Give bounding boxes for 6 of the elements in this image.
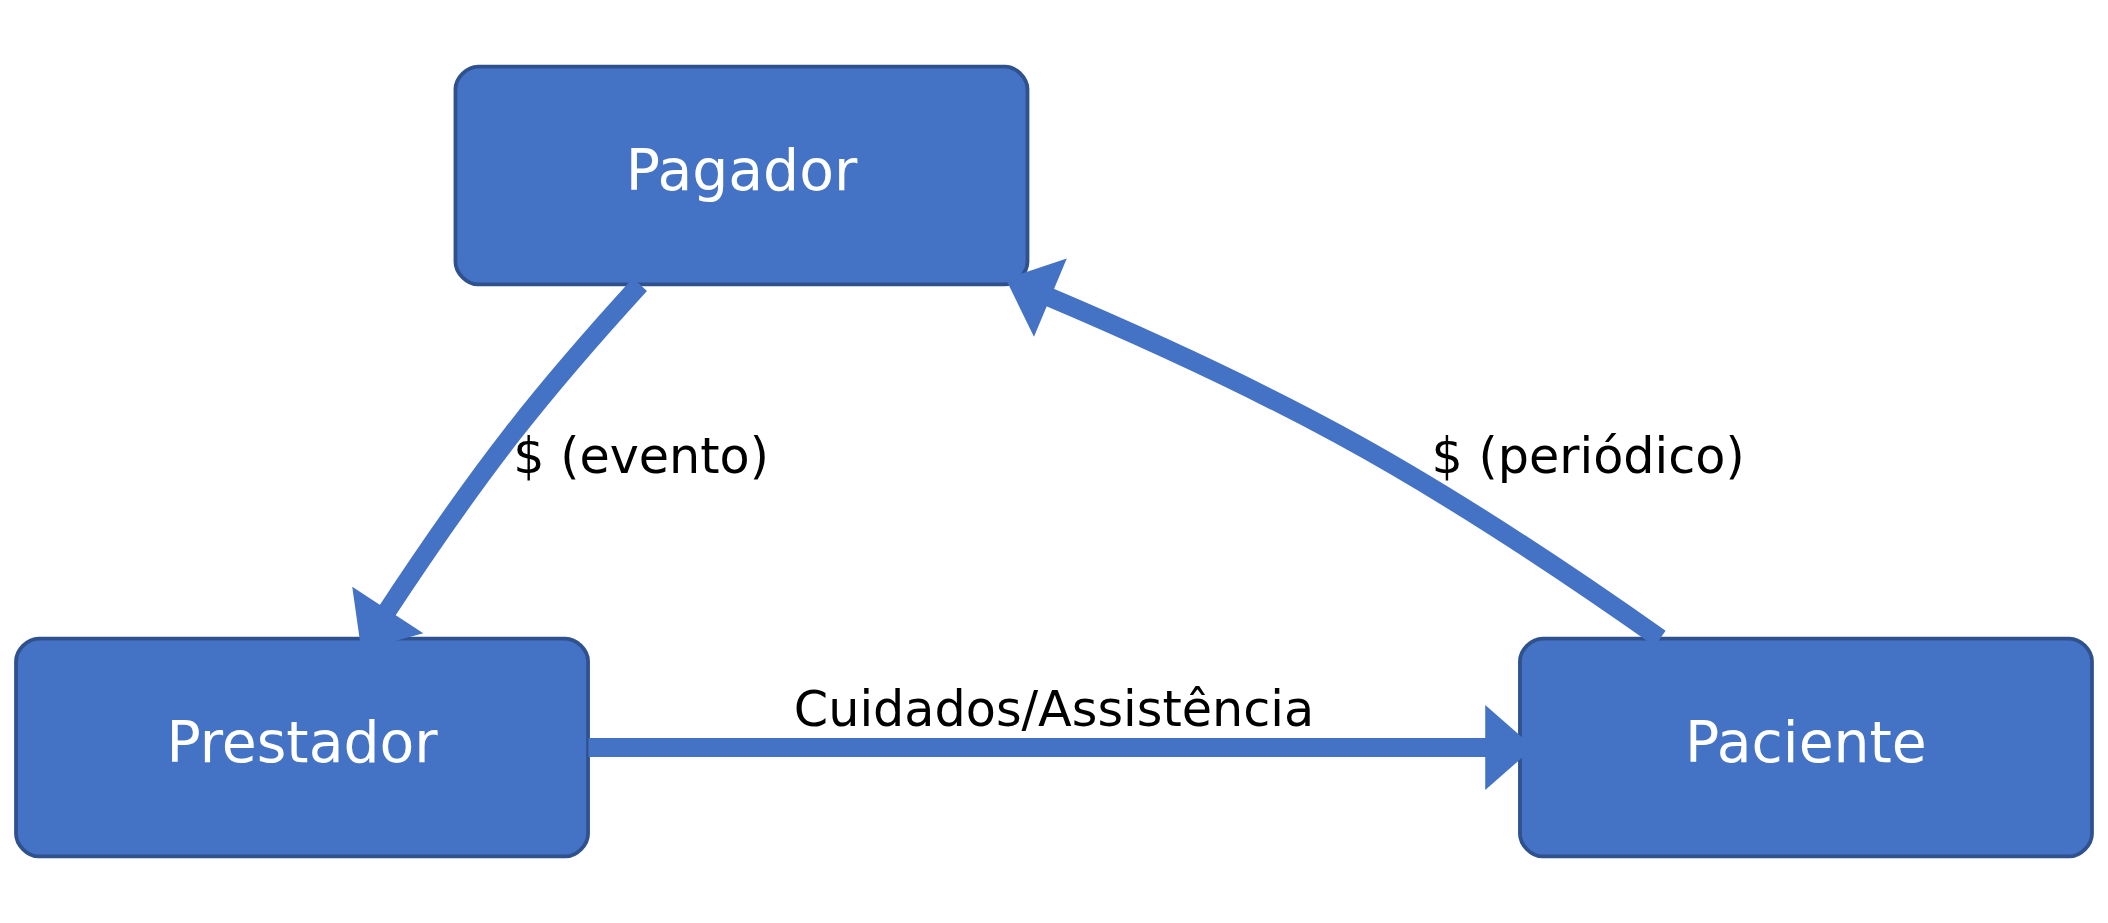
edge-label: Cuidados/Assistência	[793, 680, 1315, 739]
edge-label: $ (evento)	[513, 427, 769, 486]
edge-label: $ (periódico)	[1431, 427, 1745, 486]
node-box: Pagador	[453, 64, 1030, 287]
node-box: Prestador	[14, 636, 590, 859]
node-box: Paciente	[1518, 636, 2094, 859]
